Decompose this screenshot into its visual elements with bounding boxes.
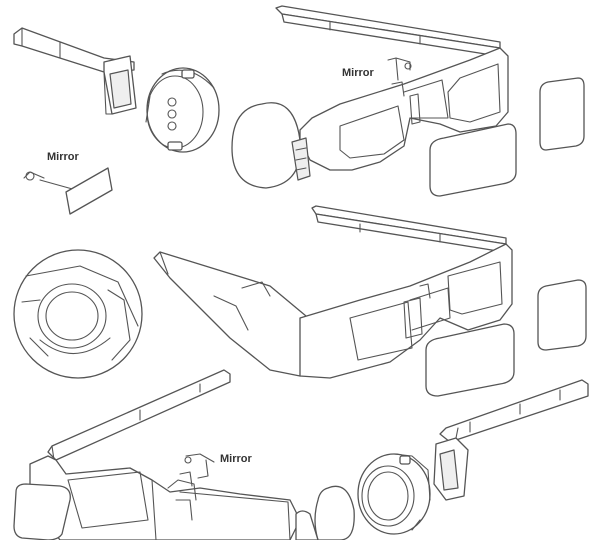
top-lens-rear (539, 77, 585, 151)
top-assembly (13, 5, 585, 197)
top-temple-arm (13, 27, 137, 115)
left-mirror-part (23, 167, 113, 215)
mirror-label-left: Mirror (47, 151, 79, 163)
middle-assembly (153, 205, 587, 397)
top-lens-front (429, 123, 517, 197)
bottom-round-module (357, 453, 431, 535)
bottom-temple-arm (433, 379, 589, 501)
top-round-module (145, 67, 220, 153)
mirror-label-bottom: Mirror (220, 453, 252, 465)
top-cover-disc (231, 102, 302, 189)
bottom-assembly (13, 369, 355, 540)
top-mirror-part (387, 57, 412, 97)
detail-magnifier (13, 249, 143, 379)
mirror-label-top: Mirror (342, 67, 374, 79)
